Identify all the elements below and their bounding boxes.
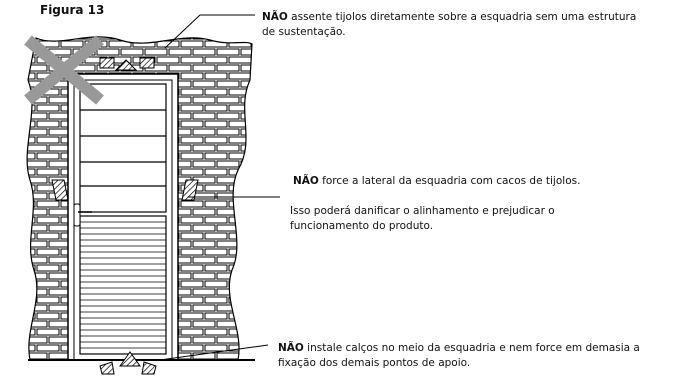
note-damage-warning: Isso poderá danificar o alinhamento e pr… xyxy=(290,205,555,232)
prohibition-x-icon xyxy=(24,35,104,105)
side-wedges xyxy=(51,179,199,201)
top-wedges xyxy=(99,57,155,71)
note-bottom-shims: NÃO instale calços no meio da esquadria … xyxy=(278,342,640,369)
door-handle xyxy=(73,203,92,227)
bottom-wedges xyxy=(99,351,157,375)
note-side-force: NÃO force a lateral da esquadria com cac… xyxy=(293,175,581,187)
door-louver-panel xyxy=(79,215,167,355)
figure-label: Figura 13 xyxy=(40,3,105,17)
note-top-bricks: NÃO assente tijolos diretamente sobre a … xyxy=(262,11,637,38)
leader-lines xyxy=(159,14,280,361)
door-glazing xyxy=(79,83,167,213)
